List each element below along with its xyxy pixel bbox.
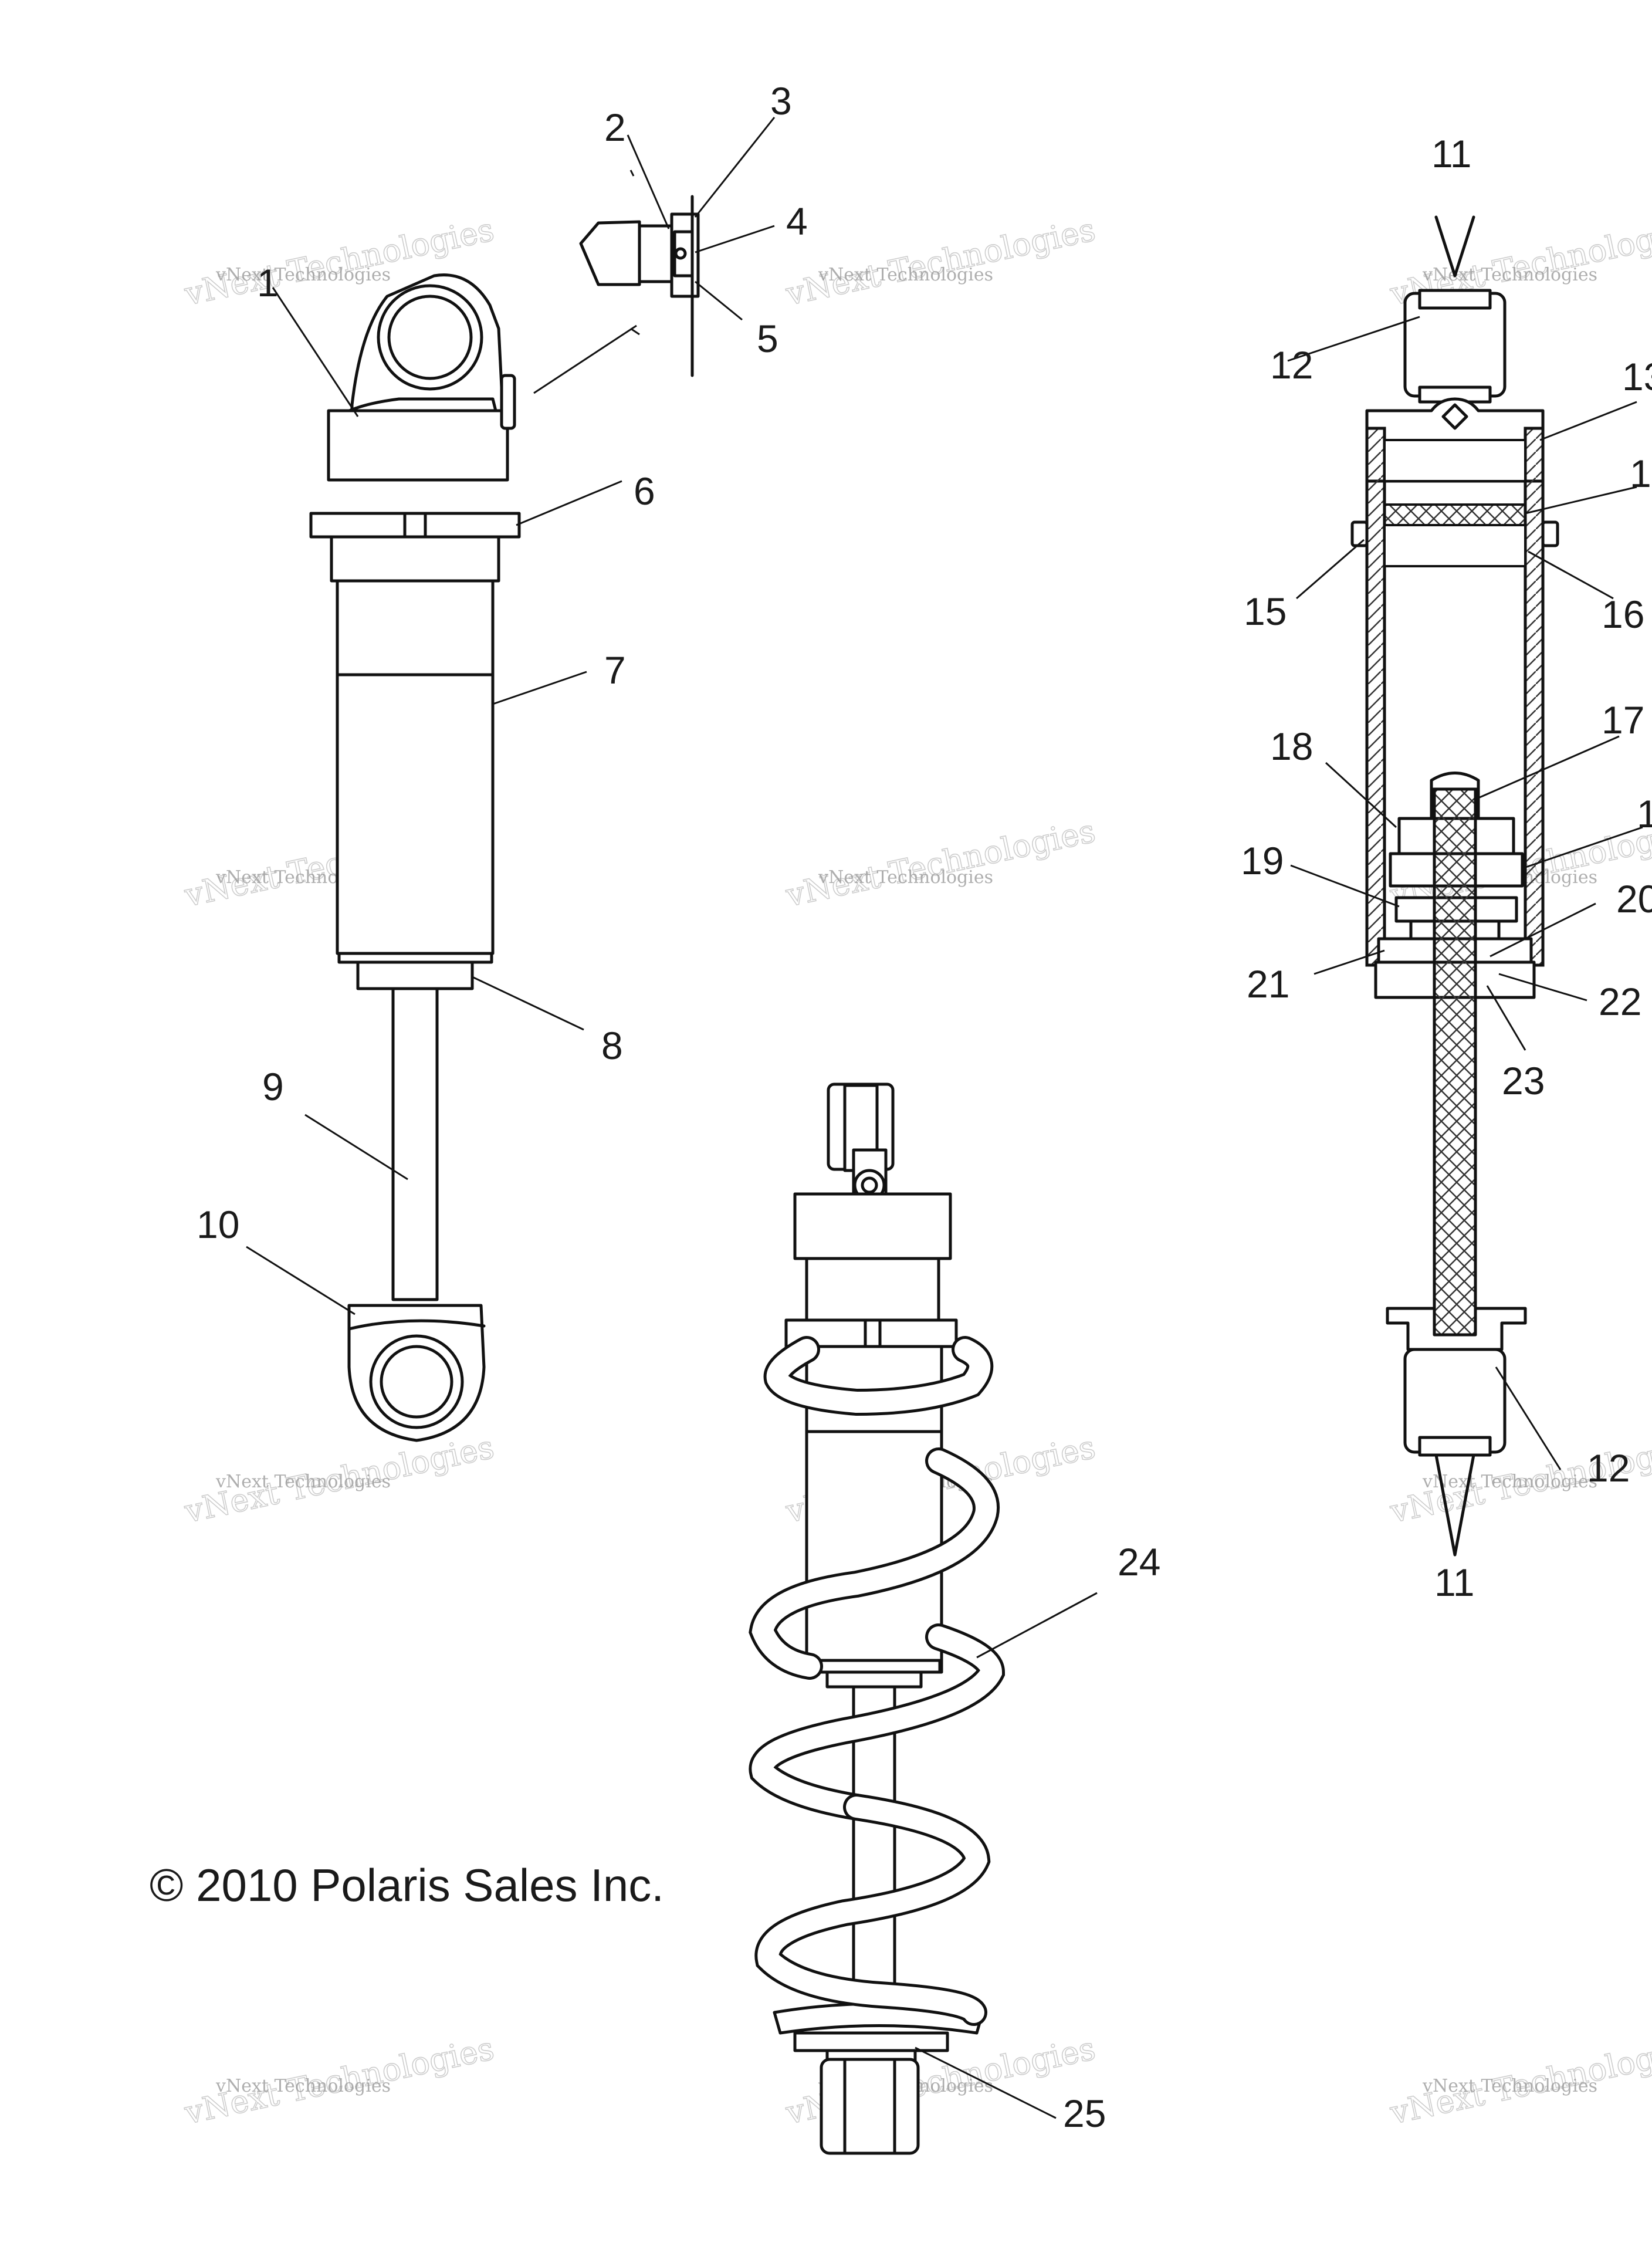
callout-22: 22 bbox=[1599, 980, 1641, 1023]
callout-24: 24 bbox=[1118, 1540, 1160, 1584]
copyright-notice: © 2010 Polaris Sales Inc. bbox=[150, 1859, 664, 1911]
callout-1: 1 bbox=[257, 261, 279, 305]
callout-12-bottom: 12 bbox=[1587, 1446, 1630, 1490]
callout-21: 21 bbox=[1247, 962, 1289, 1006]
callout-11-top: 11 bbox=[1431, 132, 1472, 175]
callout-7: 7 bbox=[604, 648, 626, 692]
callout-18: 18 bbox=[1270, 725, 1313, 768]
callout-9: 9 bbox=[262, 1065, 284, 1108]
watermark: vNext Technologies bbox=[782, 211, 1099, 313]
callout-14: 14 bbox=[1630, 452, 1652, 495]
callout-17: 17 bbox=[1602, 698, 1644, 742]
callout-25: 25 bbox=[1063, 2092, 1106, 2135]
watermark-label: vNext Technologies bbox=[1422, 265, 1597, 285]
callout-16: 16 bbox=[1602, 593, 1644, 636]
callout-19b: 19 bbox=[1637, 792, 1652, 835]
right-shock-cross-section bbox=[1350, 215, 1559, 1557]
callout-5: 5 bbox=[757, 317, 778, 360]
watermark-label: vNext Technologies bbox=[818, 867, 993, 888]
watermark: vNext Technologies bbox=[782, 812, 1099, 915]
callout-12-top: 12 bbox=[1270, 343, 1313, 387]
callout-13: 13 bbox=[1622, 355, 1652, 398]
callout-20: 20 bbox=[1616, 877, 1652, 921]
watermark-label: vNext Technologies bbox=[215, 265, 391, 285]
reservoir-fitting bbox=[533, 195, 700, 394]
watermark-label: vNext Technologies bbox=[215, 2076, 391, 2096]
left-shock-assembly bbox=[309, 273, 521, 1442]
callout-6: 6 bbox=[634, 469, 655, 513]
callout-3: 3 bbox=[770, 79, 792, 123]
watermark-label: vNext Technologies bbox=[215, 1471, 391, 1492]
watermark-label: vNext Technologies bbox=[1422, 1471, 1597, 1492]
callout-4: 4 bbox=[786, 199, 808, 243]
watermark-label: vNext Technologies bbox=[1422, 2076, 1597, 2096]
callout-15: 15 bbox=[1244, 590, 1287, 633]
callout-2: 2 bbox=[604, 106, 626, 149]
callout-23: 23 bbox=[1502, 1059, 1545, 1102]
leader-lines bbox=[246, 117, 1643, 2119]
callout-8: 8 bbox=[601, 1024, 623, 1067]
callout-19: 19 bbox=[1241, 839, 1284, 882]
svg-text:vNext Technologies: vNext Technologies bbox=[783, 211, 1099, 313]
callout-labels: 1 2 3 4 5 6 7 8 9 10 11 12 13 14 15 16 1… bbox=[197, 79, 1652, 2135]
watermark-label: vNext Technologies bbox=[818, 265, 993, 285]
center-shock-assembly bbox=[749, 1082, 1006, 2155]
svg-text:vNext Technologies: vNext Technologies bbox=[783, 813, 1099, 914]
callout-11-bottom: 11 bbox=[1434, 1561, 1475, 1604]
callout-10: 10 bbox=[197, 1203, 239, 1246]
